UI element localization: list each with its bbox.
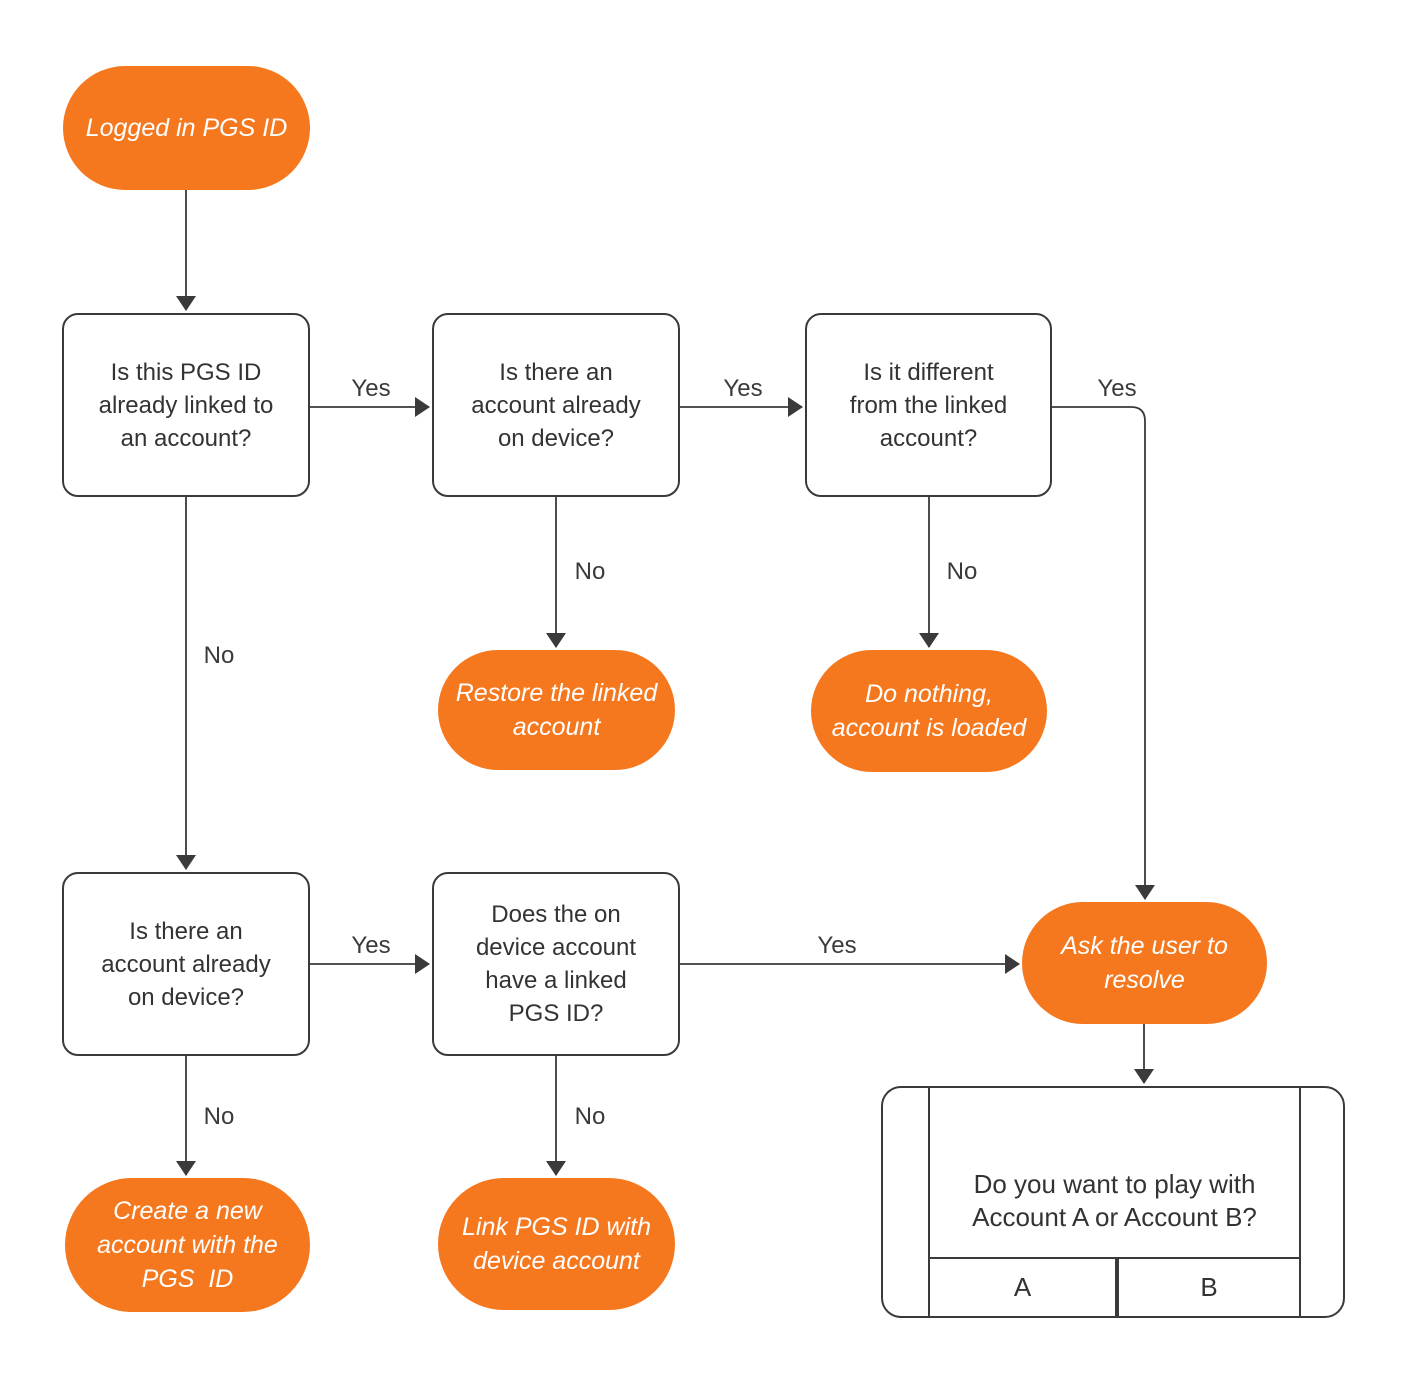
start-node-logged-in-pgs-id: Logged in PGS ID: [63, 66, 310, 190]
dialog-message: Do you want to play with Account A or Ac…: [972, 1169, 1257, 1232]
edge-label-no-device-account-has-pgs: No: [570, 1103, 610, 1131]
terminal-do-nothing-account-loaded: Do nothing, account is loaded: [811, 650, 1047, 772]
decision-pgs-id-already-linked: Is this PGS ID already linked to an acco…: [62, 313, 310, 497]
edge-label-yes-pgs-linked: Yes: [347, 375, 395, 403]
decision-account-on-device-bottom: Is there an account already on device?: [62, 872, 310, 1056]
dialog-button-b: B: [1200, 1272, 1218, 1302]
edge-label-no-account-on-device-top: No: [570, 558, 610, 586]
terminal-restore-linked-account: Restore the linked account: [438, 650, 675, 770]
dialog-left-bezel-line: [928, 1088, 930, 1316]
edge-label-no-pgs-linked: No: [199, 642, 239, 670]
terminal-create-new-account: Create a new account with the PGS ID: [65, 1178, 310, 1312]
edge-label-yes-device-account-has-pgs: Yes: [813, 932, 861, 960]
edge-label-yes-account-on-device-top: Yes: [719, 375, 767, 403]
dialog-ab-divider: [1115, 1257, 1119, 1316]
dialog-button-a: A: [1013, 1272, 1032, 1302]
edge-label-yes-account-on-device-bottom: Yes: [347, 932, 395, 960]
decision-account-on-device-top: Is there an account already on device?: [432, 313, 680, 497]
account-choice-dialog-mockup: Do you want to play with Account A or Ac…: [881, 1086, 1345, 1318]
edge-label-no-account-on-device-bottom: No: [199, 1103, 239, 1131]
decision-device-account-has-pgs-id: Does the on device account have a linked…: [432, 872, 680, 1056]
decision-different-from-linked: Is it different from the linked account?: [805, 313, 1052, 497]
terminal-ask-user-to-resolve: Ask the user to resolve: [1022, 902, 1267, 1024]
dialog-button-row-divider: [928, 1257, 1301, 1259]
terminal-link-pgs-id-device-account: Link PGS ID with device account: [438, 1178, 675, 1310]
edge-label-no-different-from-linked: No: [942, 558, 982, 586]
edge-yes-different-from-linked: [1052, 406, 1155, 900]
edge-label-yes-different-from-linked: Yes: [1093, 375, 1141, 403]
dialog-right-bezel-line: [1299, 1088, 1301, 1316]
